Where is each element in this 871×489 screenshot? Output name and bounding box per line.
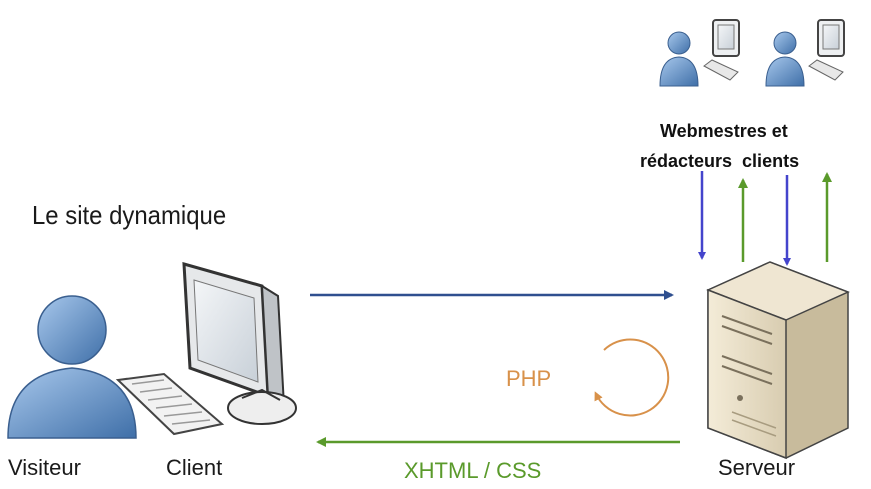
- client-computer-icon: [182, 261, 297, 425]
- php-label: PHP: [506, 366, 552, 391]
- server-label: Serveur: [718, 455, 796, 480]
- visitor-label: Visiteur: [8, 455, 81, 480]
- visitor-user-icon: [7, 295, 137, 439]
- editor-user-icon-1: [659, 31, 699, 87]
- diagram-title: Le site dynamique: [32, 200, 227, 230]
- editors-label-line2: rédacteurs clients: [640, 151, 800, 171]
- editor-user-icon-2: [765, 31, 805, 87]
- cycle-icon: [594, 338, 670, 417]
- editors-label-line1: Webmestres et: [660, 121, 788, 141]
- client-label: Client: [166, 455, 223, 480]
- editor-computer-icon-2: [808, 19, 845, 81]
- keyboard-icon: [115, 372, 225, 436]
- server-icon: [706, 261, 850, 460]
- editor-computer-icon-1: [703, 19, 740, 81]
- response-format-label: XHTML / CSS: [404, 458, 542, 483]
